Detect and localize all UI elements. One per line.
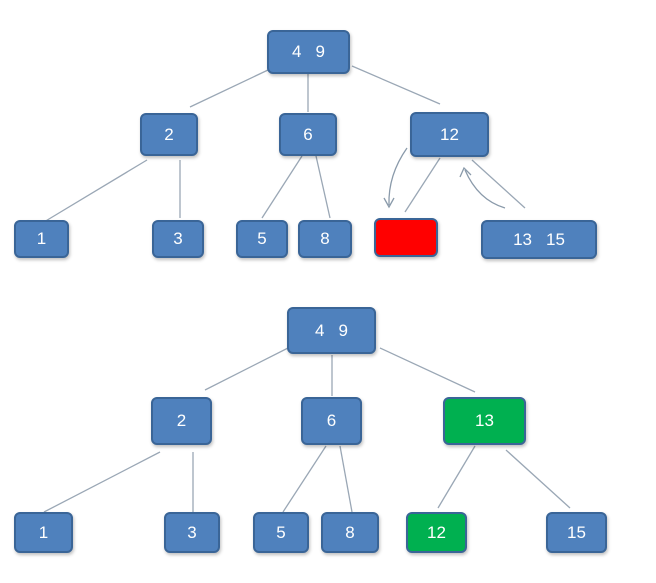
key: 9 bbox=[315, 42, 325, 61]
key: 3 bbox=[187, 522, 197, 542]
key: 9 bbox=[338, 320, 348, 340]
bottom-root-node: 4 9 bbox=[287, 307, 376, 354]
top-leaf-13-15: 13 15 bbox=[481, 220, 597, 259]
rotation-arrows bbox=[383, 147, 506, 209]
bottom-leaf-5: 5 bbox=[253, 512, 309, 553]
key: 5 bbox=[257, 229, 267, 248]
key: 1 bbox=[38, 522, 49, 542]
arrow-up-head bbox=[459, 166, 472, 178]
key: 15 bbox=[546, 229, 565, 249]
key: 13 bbox=[513, 229, 532, 249]
key: 3 bbox=[173, 229, 183, 248]
key: 4 bbox=[292, 42, 302, 61]
bottom-leaf-15: 15 bbox=[546, 512, 607, 553]
top-leaf-1: 1 bbox=[14, 220, 69, 258]
arrow-down-curve bbox=[388, 147, 408, 206]
key: 13 bbox=[475, 411, 494, 430]
key: 2 bbox=[176, 411, 187, 430]
arrow-down-head bbox=[383, 197, 395, 209]
top-node-6: 6 bbox=[279, 113, 337, 156]
key: 15 bbox=[567, 522, 586, 542]
bottom-node-2: 2 bbox=[151, 397, 212, 445]
key: 5 bbox=[276, 522, 286, 542]
top-leaf-5: 5 bbox=[236, 220, 288, 258]
bottom-leaf-12: 12 bbox=[406, 512, 467, 553]
bottom-leaf-8: 8 bbox=[321, 512, 379, 553]
arrow-up-curve bbox=[464, 169, 506, 209]
key: 1 bbox=[36, 229, 47, 248]
bottom-leaf-3: 3 bbox=[164, 512, 220, 553]
key: 12 bbox=[427, 522, 446, 542]
top-node-12: 12 bbox=[410, 112, 489, 157]
top-leaf-8: 8 bbox=[298, 220, 352, 258]
key: 12 bbox=[440, 124, 459, 144]
bottom-leaf-1: 1 bbox=[14, 512, 73, 553]
top-root-node: 4 9 bbox=[267, 30, 350, 74]
key: 8 bbox=[345, 522, 355, 542]
top-node-2: 2 bbox=[140, 113, 198, 156]
key: 6 bbox=[303, 124, 313, 144]
key: 4 bbox=[315, 320, 325, 340]
key: 8 bbox=[320, 229, 330, 248]
key: 2 bbox=[164, 124, 174, 144]
top-leaf-3: 3 bbox=[152, 220, 204, 258]
bottom-node-13: 13 bbox=[443, 397, 526, 445]
key: 6 bbox=[326, 411, 337, 430]
top-leaf-empty-red bbox=[374, 218, 438, 257]
bottom-node-6: 6 bbox=[301, 397, 362, 445]
